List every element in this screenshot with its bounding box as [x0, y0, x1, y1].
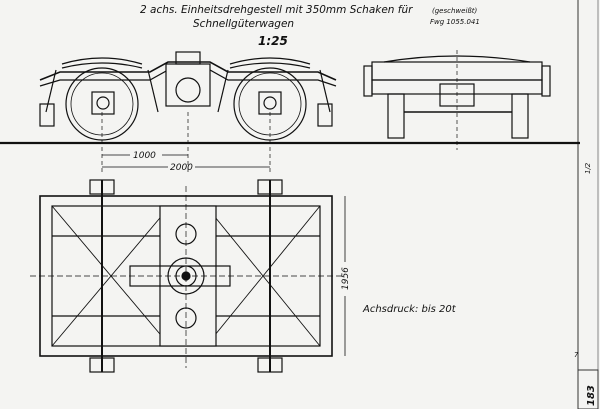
dimension-lines	[102, 154, 270, 168]
end-wheel-left	[387, 93, 405, 139]
brake-right	[317, 103, 333, 127]
link-left-inner	[147, 69, 159, 113]
side-elevation-view	[0, 51, 580, 172]
link-right-outer	[319, 69, 331, 113]
small-mark: 7	[574, 351, 579, 359]
welded-note: (geschweißt)	[432, 7, 478, 15]
corner-box	[577, 369, 599, 409]
left-axle-box	[91, 91, 115, 115]
left-leaf-spring-2	[61, 62, 143, 69]
right-axle-center	[263, 96, 277, 110]
dim-1000: 1000	[133, 151, 156, 161]
end-spring-arc	[383, 55, 531, 63]
link-left-outer	[45, 69, 57, 113]
left-axle-center	[96, 96, 110, 110]
end-elevation-view	[363, 50, 551, 150]
frame-top	[39, 61, 337, 81]
brake-left	[39, 103, 55, 127]
brace-4	[205, 205, 321, 347]
center-bolster	[165, 63, 211, 107]
scale-label: 1:25	[258, 34, 288, 48]
center-pivot	[175, 77, 201, 103]
side-mark: 1/2	[584, 162, 592, 174]
plan-view	[30, 179, 345, 373]
right-leaf-spring-2	[229, 62, 311, 69]
dim-1956: 1956	[341, 267, 351, 290]
end-wheel-right	[511, 93, 529, 139]
title-line-1: 2 achs. Einheitsdrehgestell mit 350mm Sc…	[140, 4, 413, 16]
left-leaf-spring	[61, 57, 143, 65]
end-axlebox-left	[363, 65, 373, 97]
plan-wheel-1b	[89, 357, 115, 373]
corner-number: 183	[586, 385, 597, 406]
end-axlebox-right	[541, 65, 551, 97]
plan-wheel-2a	[257, 179, 283, 195]
plan-wheel-1a	[89, 179, 115, 195]
dim-2000: 2000	[170, 163, 193, 173]
drawing-number: Fwg 1055.041	[430, 18, 480, 26]
axle-load-note: Achsdruck: bis 20t	[362, 304, 457, 315]
link-right-inner	[217, 69, 229, 113]
right-leaf-spring	[229, 57, 311, 65]
right-axle-box	[258, 91, 282, 115]
title-line-2: Schnellgüterwagen	[193, 18, 294, 30]
plan-wheel-2b	[257, 357, 283, 373]
bolster-top	[175, 51, 201, 65]
